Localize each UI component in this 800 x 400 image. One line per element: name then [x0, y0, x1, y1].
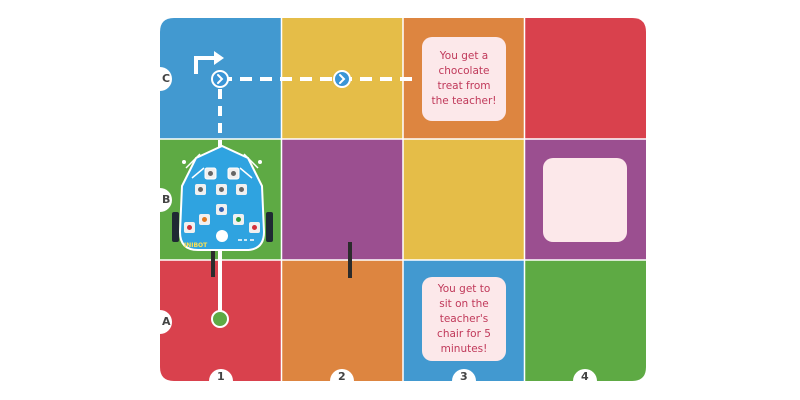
tile-b3: [403, 139, 525, 260]
reward-card-a3: You get to sit on the teacher's chair fo…: [422, 277, 506, 361]
edge-notch: [452, 369, 476, 381]
row-label-a: A: [162, 315, 171, 328]
direction-arrow-icon: [211, 70, 229, 88]
edge-notch: [209, 369, 233, 381]
col-label-1: 1: [217, 370, 225, 383]
robot-icon: INIBOT: [172, 144, 273, 251]
start-dot-icon: [211, 310, 229, 328]
tile-b2: [281, 139, 403, 260]
edge-notch: [160, 188, 172, 212]
row-label-b: B: [162, 193, 171, 206]
col-label-2: 2: [338, 370, 346, 383]
col-label-4: 4: [581, 370, 589, 383]
tile-a2: [281, 260, 403, 381]
robot-path: [218, 77, 420, 318]
edge-notch: [160, 310, 172, 334]
col-label-3: 3: [460, 370, 468, 383]
edge-notch: [330, 369, 354, 381]
edge-notch: [573, 369, 597, 381]
wall-marker: [211, 245, 215, 277]
robot-brand-label: INIBOT: [184, 242, 208, 249]
direction-arrow-icon: [333, 70, 351, 88]
edge-notch: [160, 67, 172, 91]
reward-card-c3: You get a chocolate treat from the teach…: [422, 37, 506, 121]
turn-right-arrow-icon: [194, 51, 224, 74]
blank-card-b4: [543, 158, 627, 242]
row-label-c: C: [162, 72, 171, 85]
tile-a4: [524, 260, 646, 381]
tile-c4: [524, 18, 646, 139]
wall-marker: [348, 242, 352, 278]
